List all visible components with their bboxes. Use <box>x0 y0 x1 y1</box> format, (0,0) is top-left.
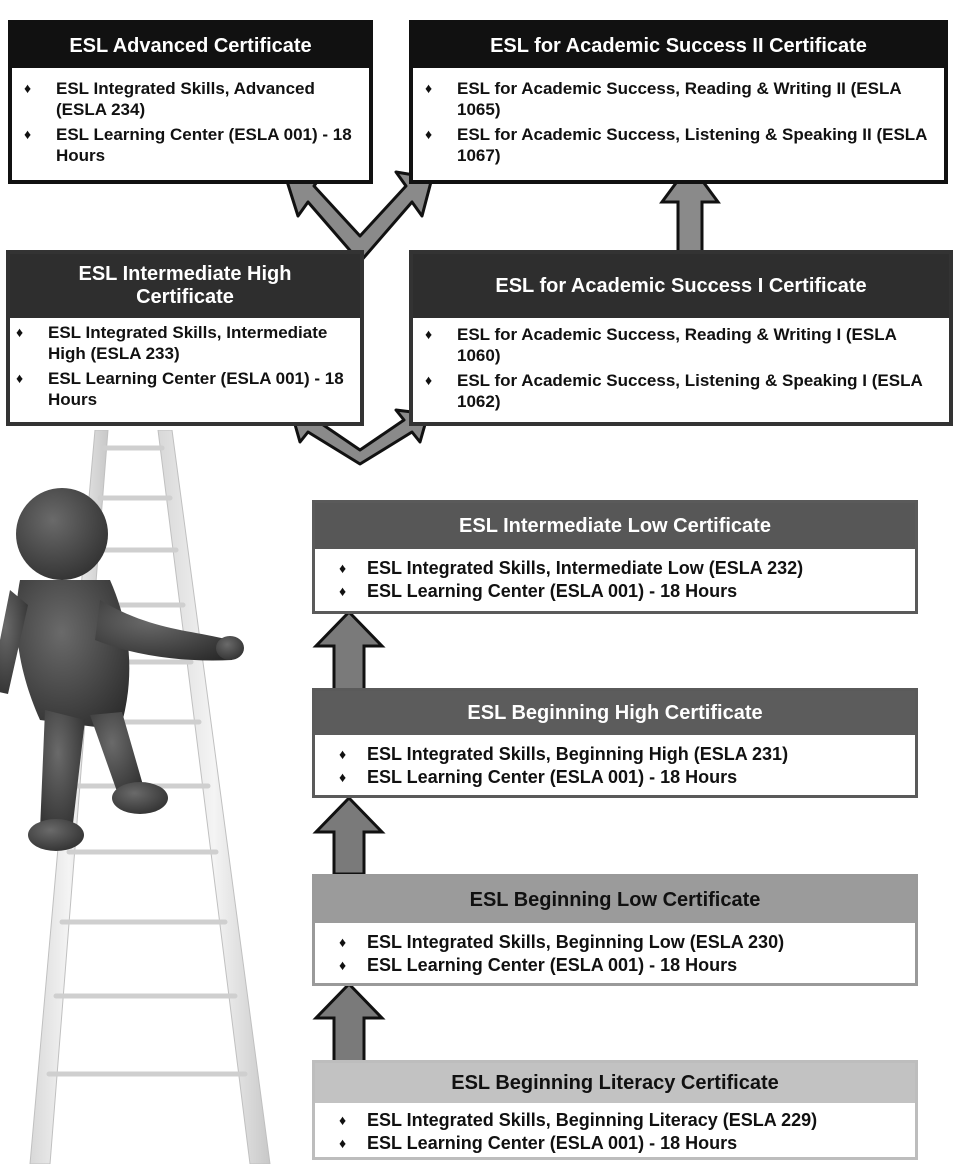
course-list: ESL Integrated Skills, Beginning Low (ES… <box>315 923 915 981</box>
course-item: ESL Integrated Skills, Intermediate High… <box>16 322 350 364</box>
course-item: ESL for Academic Success, Listening & Sp… <box>425 124 934 166</box>
course-list: ESL Integrated Skills, Intermediate High… <box>10 318 360 416</box>
course-item: ESL for Academic Success, Listening & Sp… <box>425 370 939 412</box>
certificate-title: ESL Intermediate Low Certificate <box>315 503 915 549</box>
arrow-up-icon <box>312 609 386 692</box>
advanced-certificate-box: ESL Advanced Certificate ESL Integrated … <box>8 20 373 184</box>
arrow-up-icon <box>312 795 386 876</box>
intermediate-high-certificate-box: ESL Intermediate High Certificate ESL In… <box>6 250 364 426</box>
course-item: ESL Learning Center (ESLA 001) - 18 Hour… <box>16 368 350 410</box>
course-item: ESL Integrated Skills, Advanced (ESLA 23… <box>24 78 359 120</box>
beginning-high-certificate-box: ESL Beginning High Certificate ESL Integ… <box>312 688 918 798</box>
course-list: ESL Integrated Skills, Beginning High (E… <box>315 735 915 793</box>
certificate-title: ESL for Academic Success II Certificate <box>413 24 944 68</box>
course-item: ESL Learning Center (ESLA 001) - 18 Hour… <box>339 954 905 977</box>
course-list: ESL Integrated Skills, Intermediate Low … <box>315 549 915 607</box>
course-item: ESL for Academic Success, Reading & Writ… <box>425 324 939 366</box>
certificate-title: ESL Beginning Literacy Certificate <box>315 1063 915 1103</box>
arrow-up-icon <box>312 981 386 1066</box>
course-item: ESL Integrated Skills, Beginning High (E… <box>339 743 905 766</box>
certificate-title: ESL Beginning High Certificate <box>315 691 915 735</box>
certificate-title: ESL Advanced Certificate <box>12 24 369 68</box>
certificate-title: ESL Beginning Low Certificate <box>315 877 915 923</box>
course-list: ESL for Academic Success, Reading & Writ… <box>413 68 944 172</box>
figure-climbing-ladder-icon <box>0 430 271 1164</box>
course-item: ESL Integrated Skills, Intermediate Low … <box>339 557 905 580</box>
course-item: ESL Learning Center (ESLA 001) - 18 Hour… <box>339 1132 905 1155</box>
course-list: ESL for Academic Success, Reading & Writ… <box>413 318 949 418</box>
beginning-low-certificate-box: ESL Beginning Low Certificate ESL Integr… <box>312 874 918 986</box>
intermediate-low-certificate-box: ESL Intermediate Low Certificate ESL Int… <box>312 500 918 614</box>
certificate-title: ESL for Academic Success I Certificate <box>413 254 949 318</box>
course-item: ESL for Academic Success, Reading & Writ… <box>425 78 934 120</box>
course-list: ESL Integrated Skills, Advanced (ESLA 23… <box>12 68 369 172</box>
certificate-title: ESL Intermediate High Certificate <box>10 254 360 318</box>
academic-success-ii-certificate-box: ESL for Academic Success II Certificate … <box>409 20 948 184</box>
course-item: ESL Integrated Skills, Beginning Low (ES… <box>339 931 905 954</box>
course-item: ESL Learning Center (ESLA 001) - 18 Hour… <box>24 124 359 166</box>
course-item: ESL Learning Center (ESLA 001) - 18 Hour… <box>339 580 905 603</box>
academic-success-i-certificate-box: ESL for Academic Success I Certificate E… <box>409 250 953 426</box>
course-item: ESL Integrated Skills, Beginning Literac… <box>339 1109 905 1132</box>
course-item: ESL Learning Center (ESLA 001) - 18 Hour… <box>339 766 905 789</box>
beginning-literacy-certificate-box: ESL Beginning Literacy Certificate ESL I… <box>312 1060 918 1160</box>
course-list: ESL Integrated Skills, Beginning Literac… <box>315 1103 915 1159</box>
